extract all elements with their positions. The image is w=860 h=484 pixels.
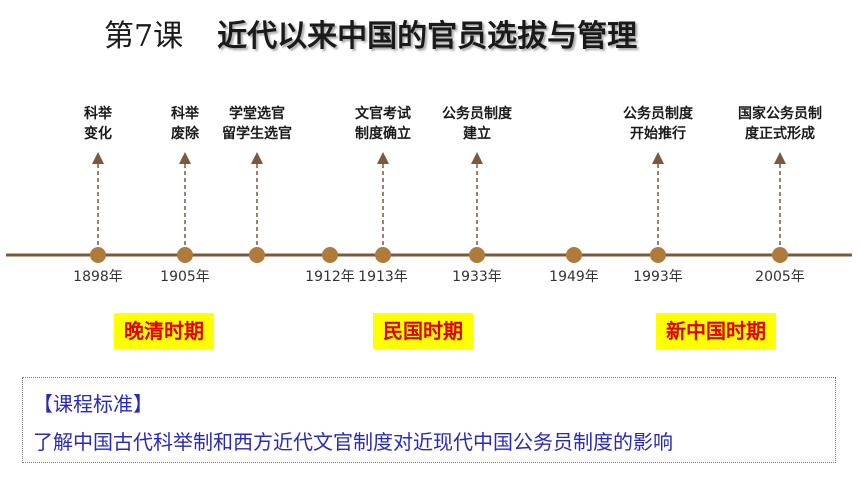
year-label: 1913年 [358, 269, 408, 285]
timeline-node [90, 247, 106, 263]
event-label-line: 公务员制度 [442, 106, 512, 122]
event-label-line: 学堂选官 [229, 106, 285, 122]
lesson-number: 第7课 [104, 19, 184, 54]
period-republic: 民国时期 [373, 313, 473, 349]
event-label: 公务员制度开始推行 [598, 104, 718, 144]
event-label: 公务员制度建立 [417, 104, 537, 144]
page-title: 第7课 近代以来中国的官员选拔与管理 [104, 8, 637, 58]
year-label: 1933年 [452, 269, 502, 285]
event-label-line: 科举 [84, 106, 112, 122]
timeline-node [249, 247, 265, 263]
period-late-qing: 晚清时期 [114, 313, 214, 349]
event-label-line: 科举 [171, 106, 199, 122]
timeline: 科举变化 1898年 科举废除 1905年 学堂选官留学生选官 1912年 文官考试制度确立… [6, 104, 852, 285]
timeline-node [566, 247, 582, 263]
event-label-line: 留学生选官 [222, 126, 292, 142]
year-label: 1912年 [305, 269, 355, 285]
event-label-line: 开始推行 [630, 126, 686, 142]
year-label: 2005年 [755, 269, 805, 285]
timeline-node [177, 247, 193, 263]
event-label-line: 度正式形成 [745, 126, 815, 142]
timeline-node [322, 247, 338, 263]
event-label-line: 变化 [84, 126, 112, 142]
year-label: 1898年 [73, 269, 123, 285]
lesson-title: 近代以来中国的官员选拔与管理 [217, 19, 638, 54]
event-label-line: 建立 [463, 126, 491, 142]
period-new-china: 新中国时期 [656, 313, 776, 349]
event-label-line: 制度确立 [355, 126, 411, 142]
event-label: 国家公务员制度正式形成 [720, 104, 840, 144]
event-label: 科举变化 [38, 104, 158, 144]
year-label: 1949年 [549, 269, 599, 285]
year-label: 1993年 [633, 269, 683, 285]
event-label-line: 废除 [171, 126, 199, 142]
event-label-line: 公务员制度 [623, 106, 693, 122]
timeline-node [375, 247, 391, 263]
timeline-node [772, 247, 788, 263]
timeline-node [650, 247, 666, 263]
timeline-graphic [6, 152, 852, 263]
year-label: 1905年 [160, 269, 210, 285]
course-standard-text: 了解中国古代科举制和西方近代文官制度对近现代中国公务员制度的影响 [33, 430, 673, 454]
timeline-node [469, 247, 485, 263]
course-standard-heading: 【课程标准】 [33, 392, 153, 416]
event-label: 科举废除 [125, 104, 245, 144]
event-label-line: 国家公务员制 [738, 106, 822, 122]
event-label-line: 文官考试 [355, 106, 411, 122]
course-standard-box: 【课程标准】 了解中国古代科举制和西方近代文官制度对近现代中国公务员制度的影响 [22, 377, 836, 463]
event-label: 文官考试制度确立 [323, 104, 443, 144]
event-label: 学堂选官留学生选官 [197, 104, 317, 144]
